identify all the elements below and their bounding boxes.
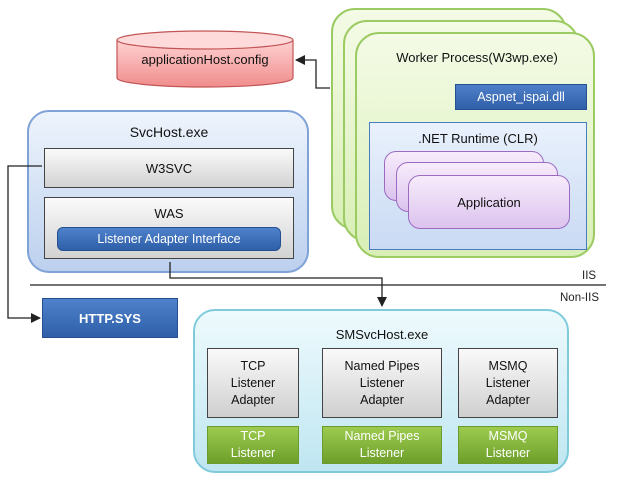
msmq-listener-line-1: MSMQ (488, 429, 528, 443)
tcp-adapter-line-3: Adapter (231, 392, 275, 407)
smsvchost-panel: SMSvcHost.exe TCP Listener Adapter Named… (193, 309, 569, 473)
w3svc-box: W3SVC (44, 148, 294, 188)
worker-process-panel: Worker Process(W3wp.exe) Aspnet_ispai.dl… (355, 32, 595, 258)
smsvchost-title: SMSvcHost.exe (335, 327, 429, 342)
named-pipes-listener-line-2: Listener (359, 446, 405, 460)
application-box: Application (408, 175, 570, 229)
tcp-listener-line-2: Listener (230, 446, 276, 460)
msmq-listener-box: MSMQ Listener (458, 426, 558, 464)
msmq-adapter-line-3: Adapter (486, 392, 530, 407)
config-label: applicationHost.config (141, 52, 269, 67)
database-cylinder-icon (116, 30, 294, 88)
non-iis-zone-label: Non-IIS (560, 292, 599, 304)
worker-to-config-arrow (295, 55, 330, 89)
svchost-panel: SvcHost.exe W3SVC WAS Listener Adapter I… (27, 110, 309, 273)
named-pipes-listener-adapter-box: Named Pipes Listener Adapter (322, 348, 442, 418)
clr-runtime-box: .NET Runtime (CLR) Application (369, 122, 587, 250)
named-pipes-listener-box: Named Pipes Listener (322, 426, 442, 464)
named-pipes-adapter-line-3: Adapter (360, 392, 404, 407)
named-pipes-listener-line-1: Named Pipes (344, 429, 420, 443)
clr-runtime-title: .NET Runtime (CLR) (418, 131, 538, 146)
svchost-title: SvcHost.exe (129, 124, 209, 140)
msmq-listener-line-2: Listener (485, 446, 531, 460)
tcp-adapter-line-2: Listener (230, 375, 276, 390)
iis-zone-label: IIS (582, 270, 597, 282)
was-box: WAS Listener Adapter Interface (44, 197, 294, 259)
msmq-adapter-line-2: Listener (485, 375, 531, 390)
tcp-listener-line-1: TCP (240, 429, 266, 443)
aspnet-module-box: Aspnet_ispai.dll (455, 84, 587, 110)
msmq-listener-adapter-box: MSMQ Listener Adapter (458, 348, 558, 418)
msmq-adapter-line-1: MSMQ (488, 358, 528, 373)
named-pipes-adapter-line-1: Named Pipes (344, 358, 420, 373)
was-label: WAS (154, 206, 184, 221)
http-sys-box: HTTP.SYS (42, 298, 178, 338)
listener-adapter-interface-box: Listener Adapter Interface (57, 227, 281, 251)
application-host-config-store: applicationHost.config (116, 30, 294, 88)
worker-process-title: Worker Process(W3wp.exe) (396, 50, 558, 65)
tcp-listener-adapter-box: TCP Listener Adapter (207, 348, 299, 418)
tcp-adapter-line-1: TCP (240, 358, 266, 373)
tcp-listener-box: TCP Listener (207, 426, 299, 464)
named-pipes-adapter-line-2: Listener (359, 375, 405, 390)
application-label: Application (457, 194, 521, 210)
